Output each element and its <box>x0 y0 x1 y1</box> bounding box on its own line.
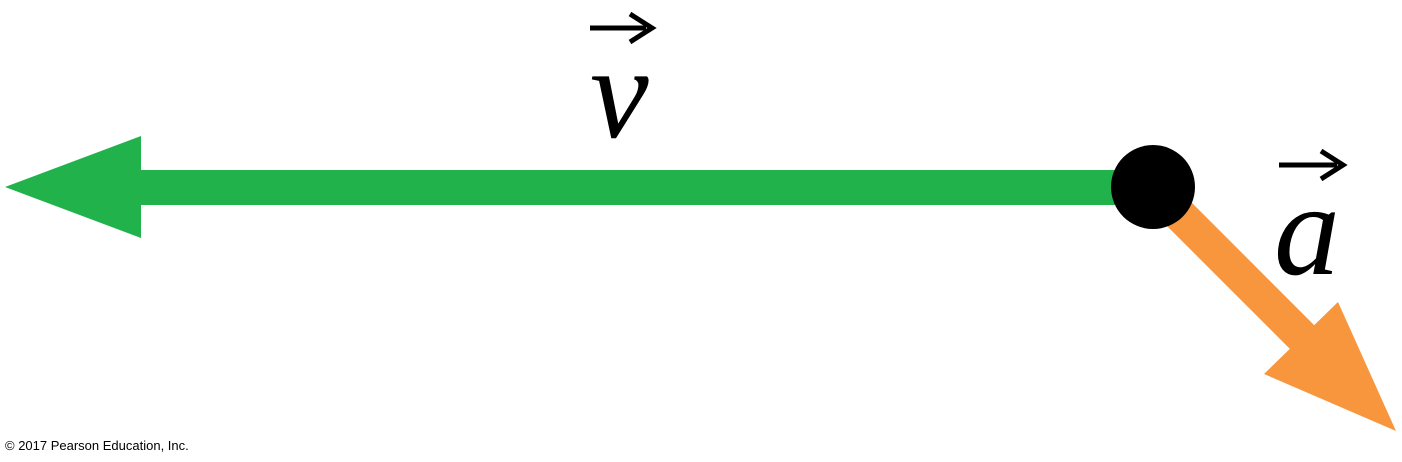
particle-dot <box>1111 145 1195 229</box>
velocity-arrow-shaft <box>135 170 1155 205</box>
velocity-label: v <box>590 19 649 166</box>
velocity-arrow <box>5 136 1155 238</box>
acceleration-arrow-head <box>1264 302 1396 431</box>
copyright-notice: © 2017 Pearson Education, Inc. <box>5 438 189 453</box>
acceleration-label-arrow-icon <box>1279 148 1348 182</box>
acceleration-label: a <box>1274 156 1340 303</box>
velocity-label-arrow-icon <box>590 11 657 45</box>
velocity-arrow-head <box>5 136 141 238</box>
